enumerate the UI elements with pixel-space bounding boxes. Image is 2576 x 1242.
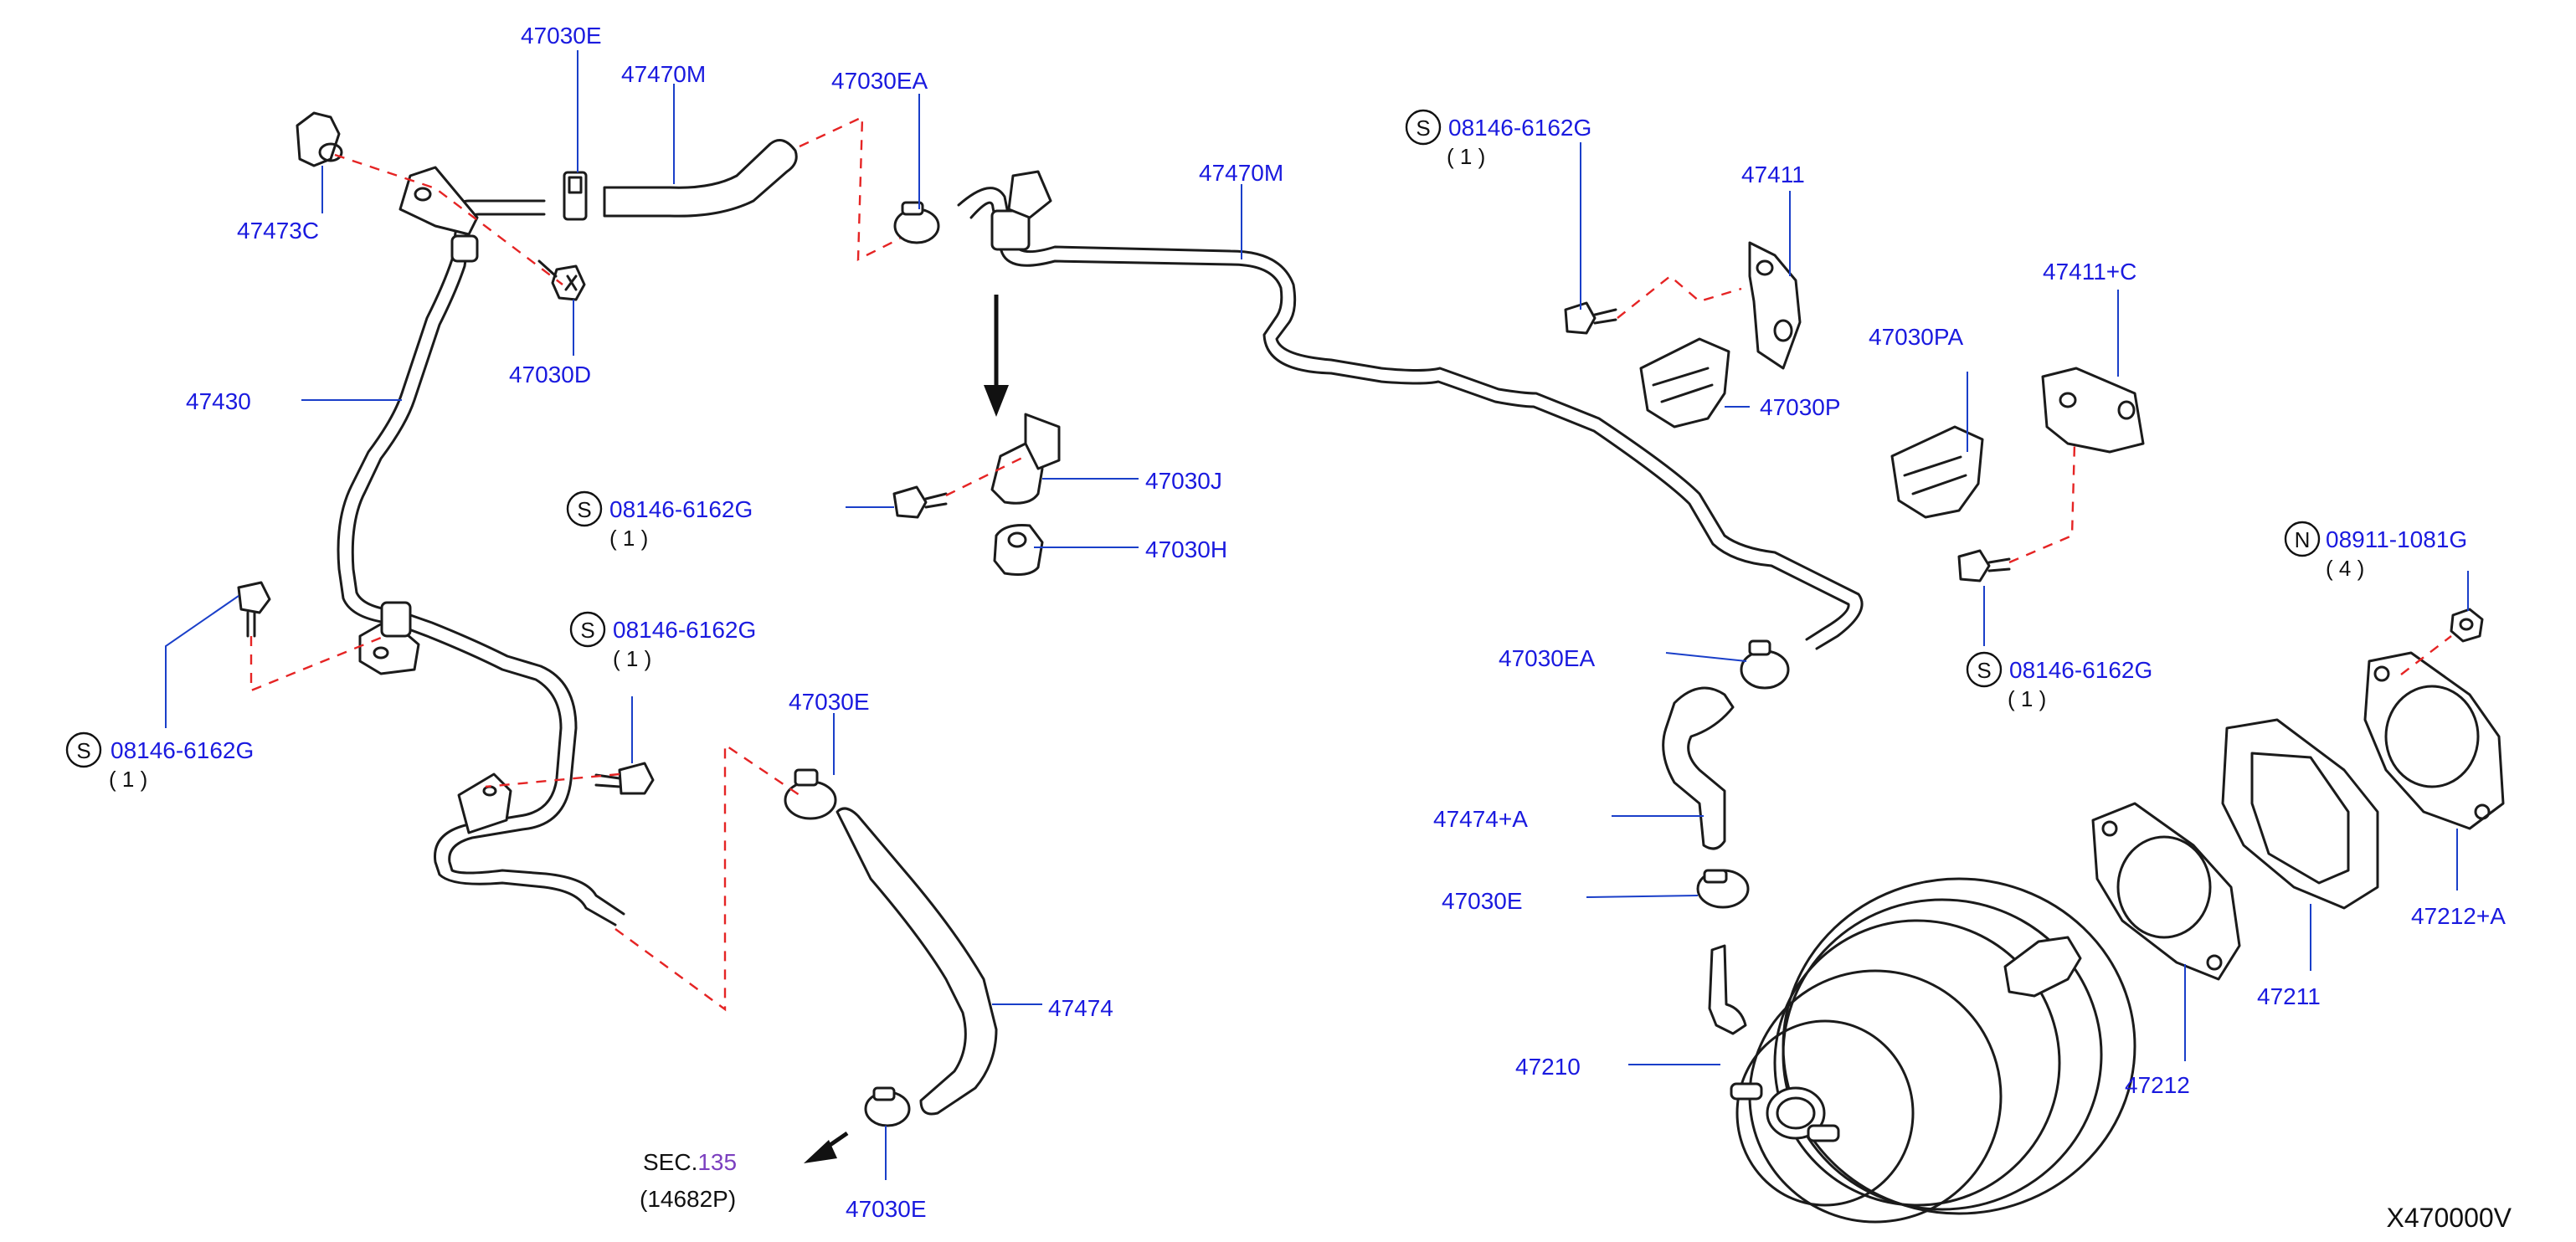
bolt-08146-mid (594, 762, 655, 795)
section-prefix: SEC. (643, 1149, 697, 1175)
bracket-47411 (1748, 241, 1802, 370)
callout-47030pa: 47030PA (1869, 324, 1963, 350)
down-arrow-icon (984, 295, 1009, 417)
callout-47474a: 47474+A (1433, 806, 1528, 832)
svg-text:SEC.135: SEC.135 (643, 1149, 737, 1175)
callout-47030p: 47030P (1760, 394, 1841, 420)
callout-47212: 47212 (2125, 1072, 2190, 1098)
hose-47474 (836, 807, 998, 1116)
clip-47030pa (1890, 425, 1984, 519)
callout-47211: 47211 (2257, 983, 2321, 1009)
hose-47474a (1662, 686, 1735, 850)
leader-lines (165, 50, 2469, 1180)
spacer-47211 (2221, 718, 2379, 910)
gasket-47212a (2363, 651, 2505, 830)
callout-47030h: 47030H (1145, 536, 1227, 562)
rubber-cap-47473c (296, 111, 343, 167)
gasket-47212 (2091, 802, 2241, 981)
callout-47030e-top: 47030E (521, 23, 602, 49)
svg-text:S: S (577, 497, 591, 522)
callout-47411: 47411 (1741, 162, 1805, 187)
callout-47030e-right: 47030E (1442, 888, 1523, 914)
callout-47470m-top: 47470M (621, 61, 706, 87)
bolt-08146-left (237, 581, 271, 638)
svg-text:S: S (76, 738, 90, 763)
bracket-47411c (2041, 367, 2145, 454)
callout-47030ea-top: 47030EA (831, 68, 928, 94)
callout-47210: 47210 (1515, 1054, 1581, 1080)
quantity-1: ( 1 ) (1447, 144, 1485, 169)
quantity-4: ( 1 ) (2008, 686, 2046, 711)
callout-08146-5: 08146-6162G (111, 737, 254, 763)
circle-s-badge-1: S (1405, 109, 1442, 146)
clip-47030j (990, 413, 1061, 505)
callout-47212a: 47212+A (2411, 903, 2506, 929)
circle-s-badge-2: S (566, 490, 603, 527)
callout-08146-1: 08146-6162G (1448, 115, 1591, 141)
vacuum-tube-47430 (337, 166, 625, 926)
section-number-link[interactable]: 135 (697, 1149, 737, 1175)
left-arrow-icon (804, 1131, 849, 1163)
hard-line-47470m (957, 170, 1864, 650)
callout-47474: 47474 (1048, 995, 1113, 1021)
callout-47473c: 47473C (237, 218, 319, 244)
bolt-47030d (537, 259, 586, 301)
callout-08146-2: 08146-6162G (609, 496, 753, 522)
callout-47411c: 47411+C (2043, 259, 2136, 285)
callout-08146-4: 08146-6162G (2009, 657, 2152, 683)
svg-text:S: S (1416, 115, 1430, 141)
quantity-2: ( 1 ) (609, 526, 648, 551)
callout-47030ea-mid: 47030EA (1499, 645, 1596, 671)
connector-47030e-top (563, 171, 588, 221)
clamp-47030e-mid (784, 768, 837, 820)
circle-s-badge-4: S (65, 731, 102, 768)
hose-47470m-top (603, 139, 798, 218)
quantity-n: ( 4 ) (2326, 556, 2364, 581)
callout-08911: 08911-1081G (2326, 526, 2467, 552)
clip-47030p (1639, 337, 1730, 429)
clamp-47030e-bottom (864, 1086, 911, 1127)
svg-text:N: N (2295, 527, 2311, 552)
clamp-47030ea-mid (1740, 639, 1790, 690)
callout-47430: 47430 (186, 388, 251, 414)
clamp-47030ea-top (893, 201, 940, 244)
clamp-47030e-right (1696, 869, 1750, 909)
nut-08911 (2450, 608, 2484, 643)
callout-47030d: 47030D (509, 362, 591, 387)
bolt-08146-right (1957, 549, 2011, 583)
assembly-dashed-lines (249, 115, 2452, 1012)
bolt-08146-center (892, 485, 948, 519)
callout-labels: 47030E 47470M 47030EA 47473C 47030D 4743… (109, 23, 2506, 1222)
clip-47030h (993, 524, 1044, 576)
diagram-code: X470000V (2387, 1203, 2512, 1233)
callout-08146-3: 08146-6162G (613, 617, 756, 643)
callout-47030e-mid: 47030E (789, 689, 870, 715)
svg-text:S: S (1977, 658, 1991, 683)
callout-47030e-bottom: 47030E (846, 1196, 927, 1222)
section-reference: SEC.135 (14682P) (640, 1149, 737, 1212)
circle-s-badge-3: S (569, 611, 606, 648)
callout-47030j: 47030J (1145, 468, 1222, 494)
section-sub-ref: (14682P) (640, 1186, 736, 1212)
bolt-08146-top-right (1564, 301, 1617, 335)
svg-text:S: S (580, 618, 594, 643)
brake-booster-47210 (1708, 877, 2136, 1224)
circle-s-badge-5: S (1966, 651, 2003, 688)
circle-n-badge: N (2284, 521, 2321, 557)
quantity-3: ( 1 ) (613, 646, 651, 671)
callout-47470m-right: 47470M (1199, 160, 1283, 186)
quantity-5: ( 1 ) (109, 767, 147, 792)
